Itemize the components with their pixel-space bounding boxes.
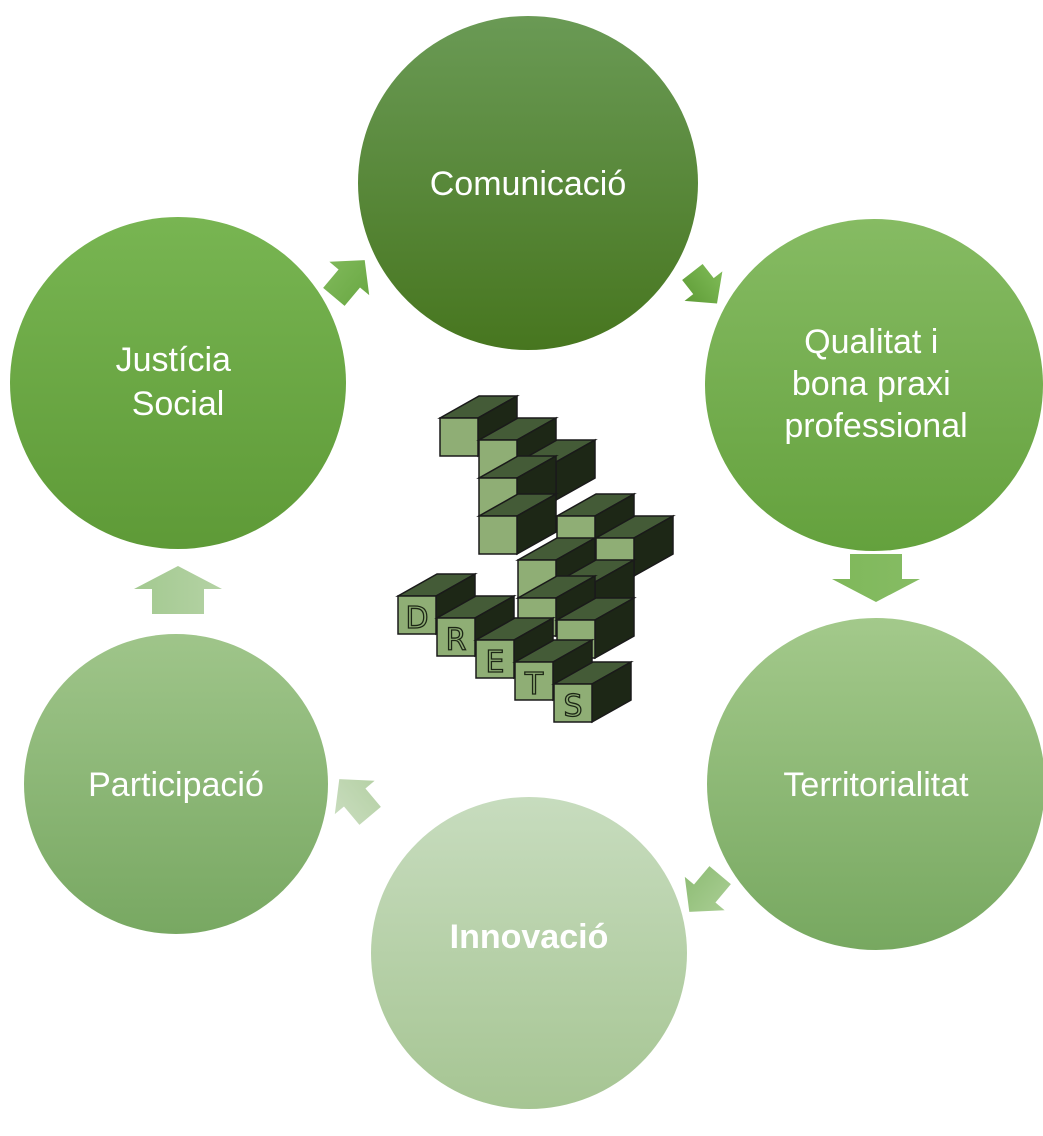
node-circle-territorialitat <box>707 618 1043 950</box>
node-label-comunicacio: Comunicació <box>430 165 627 203</box>
node-circle-comunicacio <box>358 16 698 350</box>
arrow-comunicacio-to-qualitat <box>682 263 723 304</box>
node-circle-innovacio <box>371 797 687 1109</box>
logo-letter: S <box>563 689 582 724</box>
node-label-innovacio: Innovació <box>450 918 609 956</box>
logo-letter-cube-4 <box>551 660 634 724</box>
arrow-justicia-to-comunicacio <box>323 260 370 306</box>
node-circle-justicia <box>10 217 346 549</box>
arrow-territorialitat-to-innovacio <box>684 866 731 912</box>
node-circle-qualitat <box>705 219 1043 551</box>
logo-letter: E <box>486 645 505 680</box>
node-label-qualitat: Qualitat i bona praxi professional <box>784 323 967 445</box>
arrow-qualitat-to-territorialitat <box>832 554 920 602</box>
logo-letter: R <box>446 623 467 658</box>
node-label-justicia: Justícia Social <box>116 341 241 423</box>
logo-letter: D <box>405 601 428 636</box>
node-label-participacio: Participació <box>88 766 264 804</box>
logo-cube-4 <box>476 492 559 556</box>
arrow-participacio-to-justicia <box>134 566 222 614</box>
logo-letter: T <box>524 667 544 702</box>
node-label-territorialitat: Territorialitat <box>783 766 969 804</box>
arrow-innovacio-to-participacio <box>334 779 381 825</box>
node-circle-participacio <box>24 634 328 934</box>
